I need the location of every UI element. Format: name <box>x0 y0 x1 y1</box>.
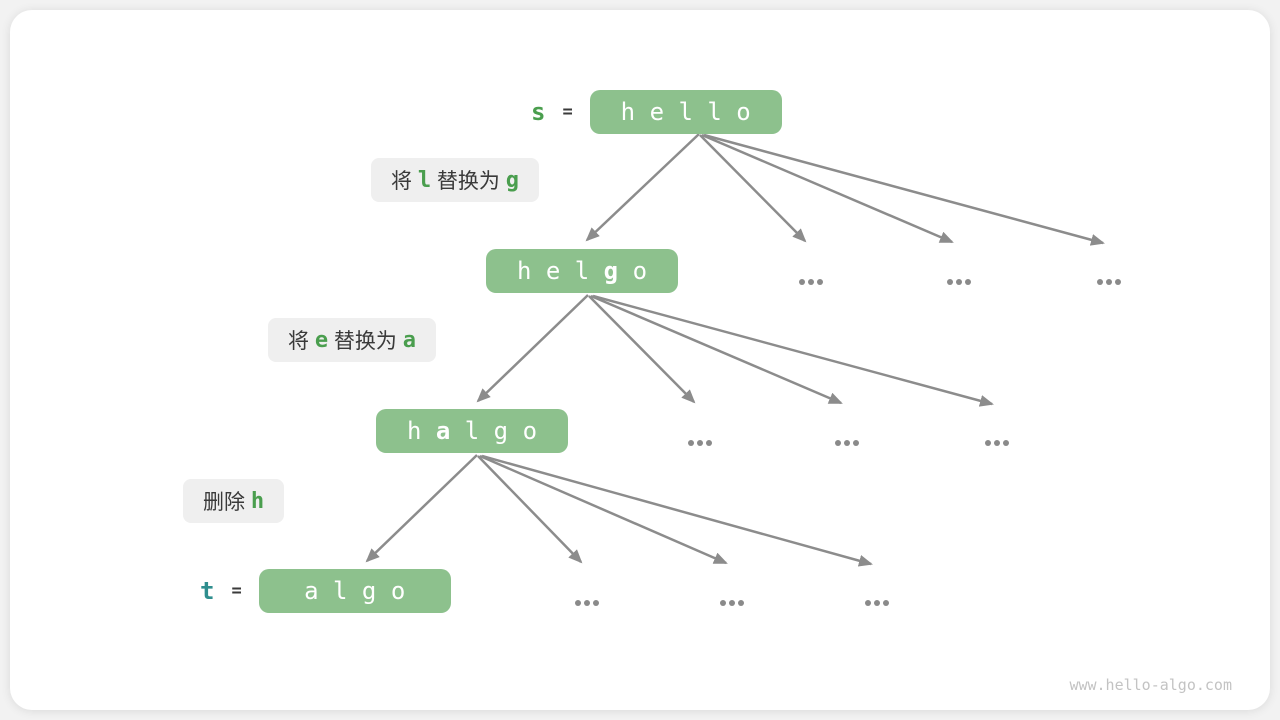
text-segment: 将 <box>288 330 315 353</box>
accent-char: g <box>603 257 619 285</box>
accent-char: a <box>435 417 451 445</box>
equals-sign: = <box>562 102 573 122</box>
accent-char: g <box>505 167 520 193</box>
arrow-halgo-to-other-1 <box>477 455 583 564</box>
text-segment: o <box>618 257 648 285</box>
string-node-helgo: h e l g o <box>486 249 678 293</box>
arrow-helgo-to-halgo <box>476 294 589 403</box>
text-segment: 将 <box>391 170 418 193</box>
ellipsis-icon <box>985 440 1009 446</box>
arrow-helgo-to-other-2 <box>590 294 843 405</box>
text-segment: a l g o <box>304 577 406 605</box>
ellipsis-icon <box>947 279 971 285</box>
string-node-halgo: h a l g o <box>376 409 568 453</box>
text-segment: 替换为 <box>431 170 506 193</box>
accent-char: h <box>250 488 265 514</box>
ellipsis-icon <box>835 440 859 446</box>
equals-sign: = <box>231 581 242 601</box>
arrow-hello-to-helgo <box>585 133 700 242</box>
watermark: www.hello-algo.com <box>1069 676 1232 694</box>
row-target-string: t = a l g o <box>200 569 451 613</box>
var-s-label: s <box>531 98 546 126</box>
text-segment: l g o <box>450 417 538 445</box>
accent-char: l <box>417 167 432 193</box>
accent-char: a <box>402 327 417 353</box>
text-segment: h e l l o <box>620 98 751 126</box>
accent-char: e <box>314 327 329 353</box>
ellipsis-icon <box>720 600 744 606</box>
ellipsis-icon <box>865 600 889 606</box>
arrow-helgo-to-other-1 <box>588 295 696 404</box>
arrow-halgo-to-other-3 <box>481 454 873 567</box>
arrow-halgo-to-algo <box>365 454 478 563</box>
op-label-replace-e-with-a: 将 e 替换为 a <box>268 318 437 362</box>
op-label-replace-l-with-g: 将 l 替换为 g <box>371 158 540 202</box>
text-segment: h <box>406 417 436 445</box>
arrow-hello-to-other-3 <box>703 133 1105 246</box>
arrow-hello-to-other-2 <box>701 133 954 244</box>
string-node-hello: h e l l o <box>589 90 782 134</box>
arrow-helgo-to-other-3 <box>592 294 994 407</box>
arrow-halgo-to-other-2 <box>479 454 728 565</box>
ellipsis-icon <box>799 279 823 285</box>
text-segment: 替换为 <box>328 330 403 353</box>
ellipsis-icon <box>688 440 712 446</box>
string-node-algo: a l g o <box>258 569 451 613</box>
arrow-hello-to-other-1 <box>699 134 807 243</box>
text-segment: h e l <box>516 257 604 285</box>
ellipsis-icon <box>575 600 599 606</box>
op-label-delete-h: 删除 h <box>183 479 285 523</box>
text-segment: 删除 <box>203 491 251 514</box>
row-source-string: s = h e l l o <box>531 90 782 134</box>
var-t-label: t <box>200 577 215 605</box>
ellipsis-icon <box>1097 279 1121 285</box>
